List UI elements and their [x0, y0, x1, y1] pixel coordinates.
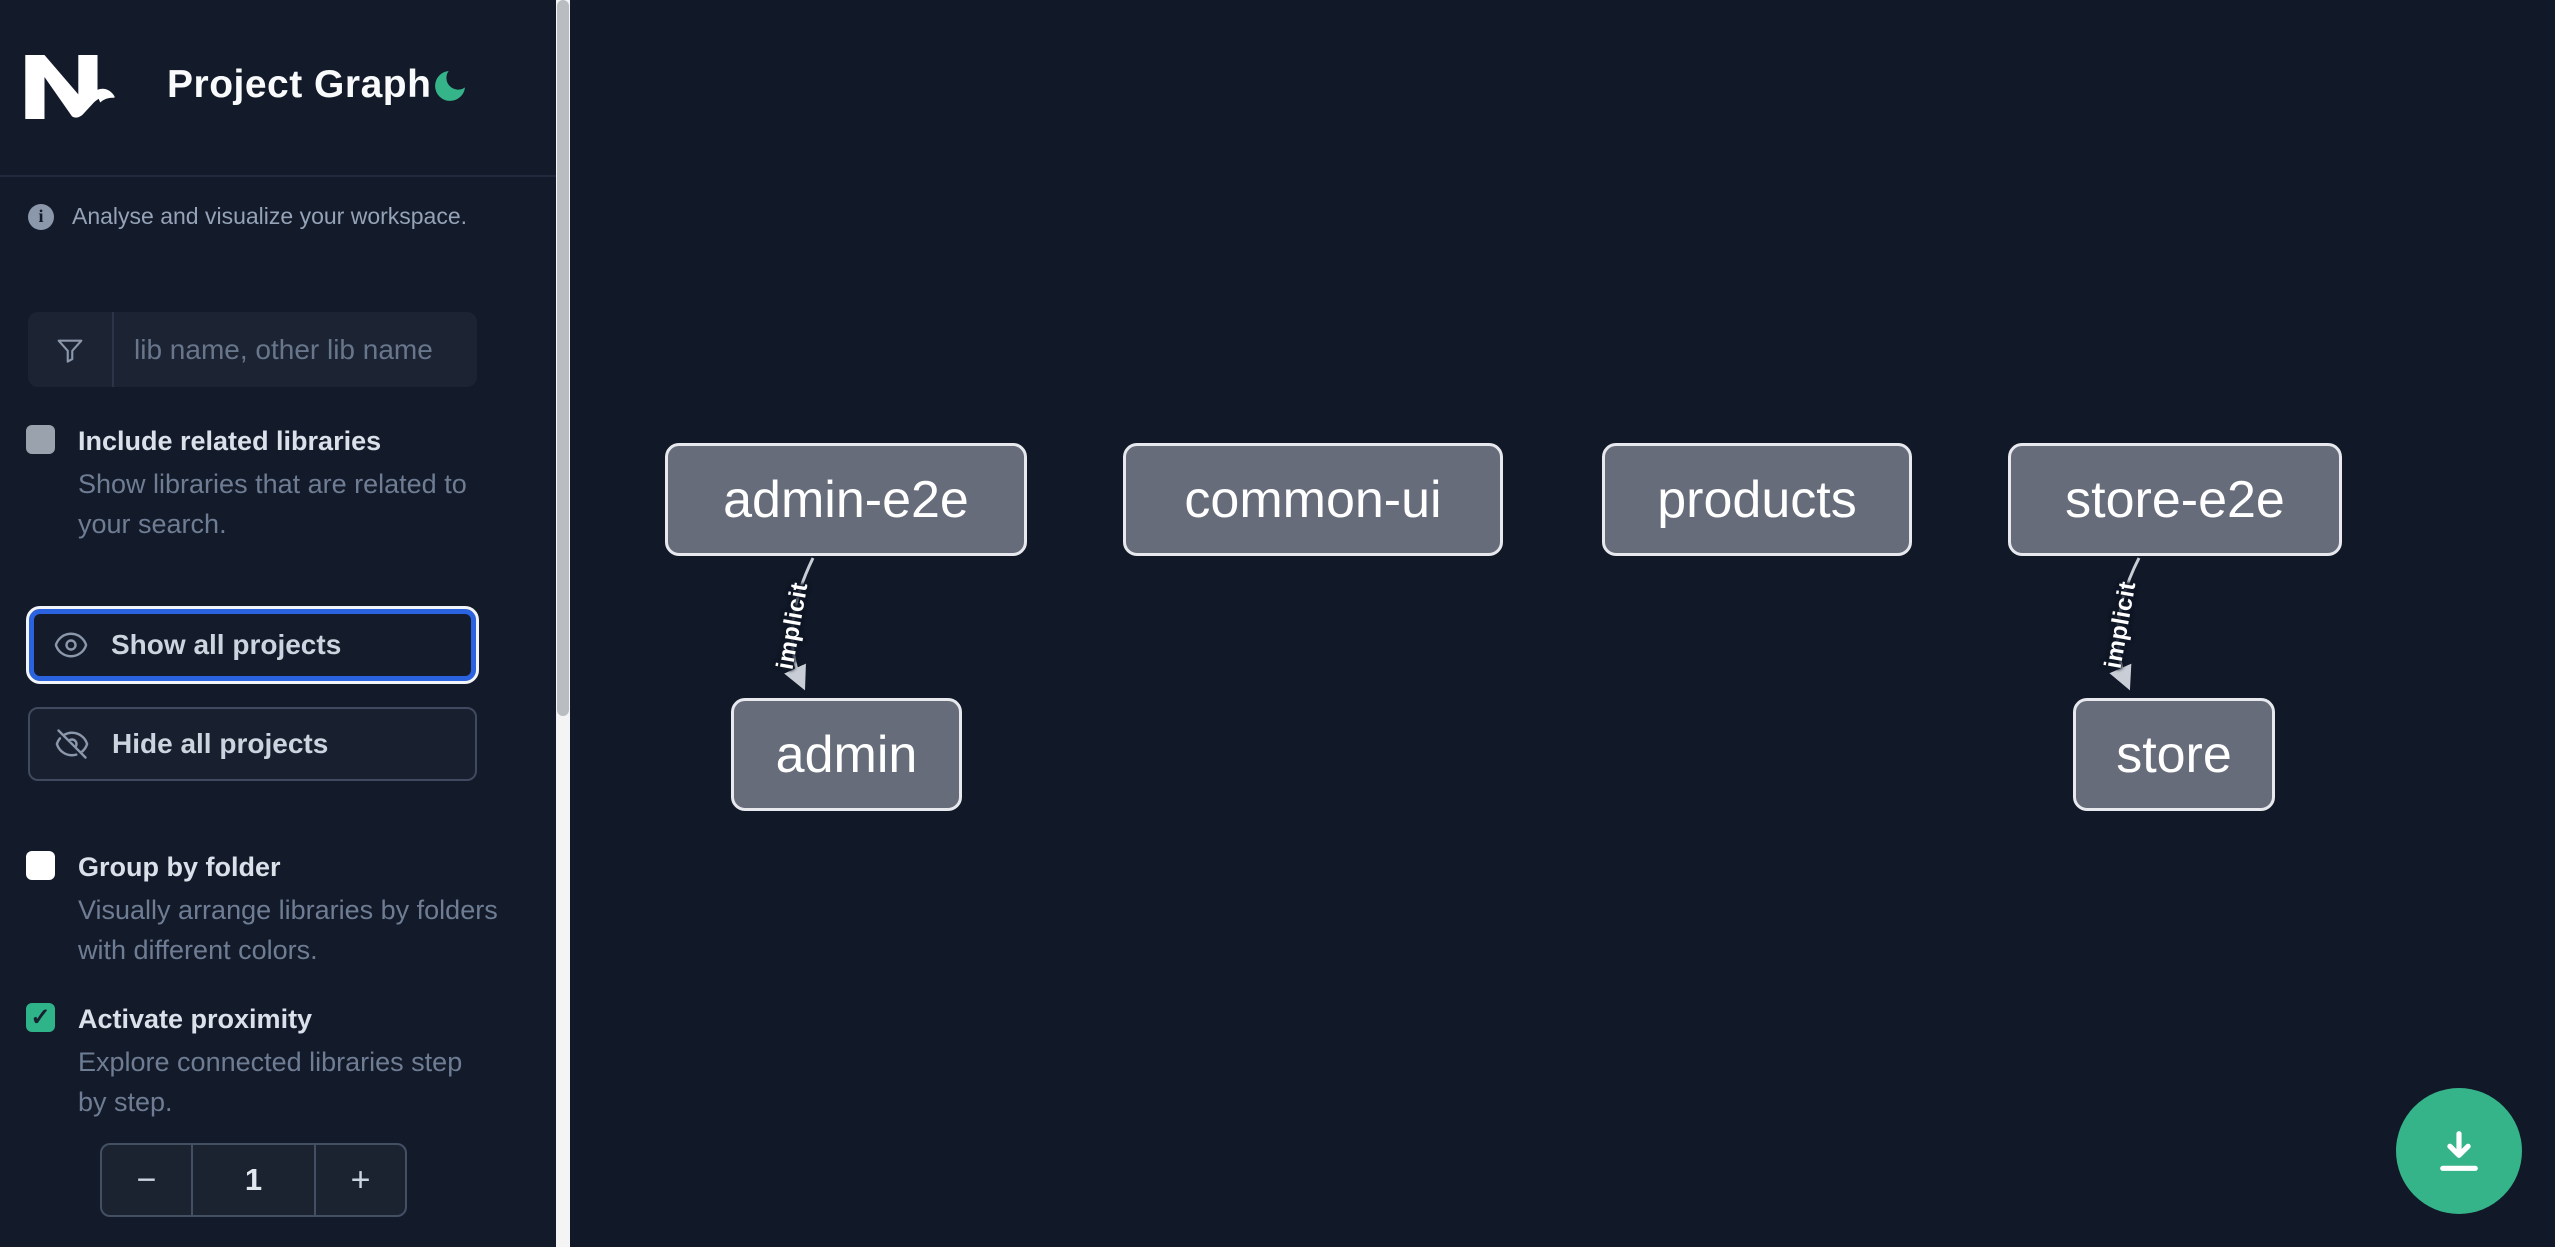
download-icon	[2440, 1131, 2478, 1171]
hide-all-projects-button[interactable]: Hide all projects	[28, 707, 477, 781]
check-icon: ✓	[30, 1003, 51, 1031]
page-title: Project Graph	[167, 63, 432, 106]
option-activate-proximity: ✓ Activate proximity Explore connected l…	[26, 1001, 526, 1123]
project-node-store-e2e[interactable]: store-e2e	[2008, 443, 2342, 556]
sidebar-header: Project Graph	[0, 0, 556, 177]
eye-icon	[54, 632, 88, 658]
group-by-folder-label[interactable]: Group by folder	[78, 852, 281, 882]
option-group-by-folder: Group by folder Visually arrange librari…	[26, 849, 526, 971]
sidebar: Project Graph i Analyse and visualize yo…	[0, 0, 556, 1247]
moon-icon[interactable]	[430, 66, 470, 106]
group-by-folder-description: Visually arrange libraries by folders wi…	[78, 895, 498, 966]
hide-all-projects-label: Hide all projects	[112, 728, 329, 759]
include-related-description: Show libraries that are related to your …	[78, 469, 467, 540]
activate-proximity-description: Explore connected libraries step by step…	[78, 1047, 463, 1118]
project-node-admin[interactable]: admin	[731, 698, 962, 811]
activate-proximity-checkbox[interactable]: ✓	[26, 1003, 55, 1032]
search-input[interactable]	[114, 312, 477, 387]
group-by-folder-checkbox[interactable]	[26, 851, 55, 880]
nx-logo	[25, 55, 115, 119]
proximity-depth-stepper: − 1 +	[100, 1143, 407, 1217]
info-icon: i	[28, 203, 54, 230]
show-all-projects-button[interactable]: Show all projects	[26, 606, 479, 684]
sidebar-scrollbar[interactable]	[556, 0, 570, 1247]
download-graph-button[interactable]	[2396, 1088, 2522, 1214]
include-related-label[interactable]: Include related libraries	[78, 426, 382, 456]
edge-admin-e2e-to-admin[interactable]	[784, 557, 815, 691]
stepper-decrement-button[interactable]: −	[102, 1145, 191, 1215]
project-node-store[interactable]: store	[2073, 698, 2275, 811]
project-node-products[interactable]: products	[1602, 443, 1912, 556]
tagline-text: Analyse and visualize your workspace.	[72, 203, 468, 229]
edge-store-e2e-to-store[interactable]	[2109, 557, 2141, 691]
stepper-value[interactable]: 1	[191, 1145, 316, 1215]
project-node-admin-e2e[interactable]: admin-e2e	[665, 443, 1027, 556]
filter-search-box	[28, 312, 477, 387]
option-include-related: Include related libraries Show libraries…	[26, 423, 526, 545]
include-related-checkbox[interactable]	[26, 425, 55, 454]
eye-slash-icon	[55, 729, 89, 759]
dependency-edges	[784, 557, 2141, 691]
graph-canvas[interactable]: implicit implicit admin-e2e common-ui pr…	[570, 0, 2555, 1247]
funnel-icon	[28, 312, 114, 387]
show-all-projects-label: Show all projects	[111, 629, 342, 660]
project-node-common-ui[interactable]: common-ui	[1123, 443, 1503, 556]
scrollbar-thumb[interactable]	[557, 0, 569, 716]
stepper-increment-button[interactable]: +	[316, 1145, 405, 1215]
activate-proximity-label[interactable]: Activate proximity	[78, 1004, 313, 1034]
workspace-tagline: i Analyse and visualize your workspace.	[28, 203, 528, 230]
